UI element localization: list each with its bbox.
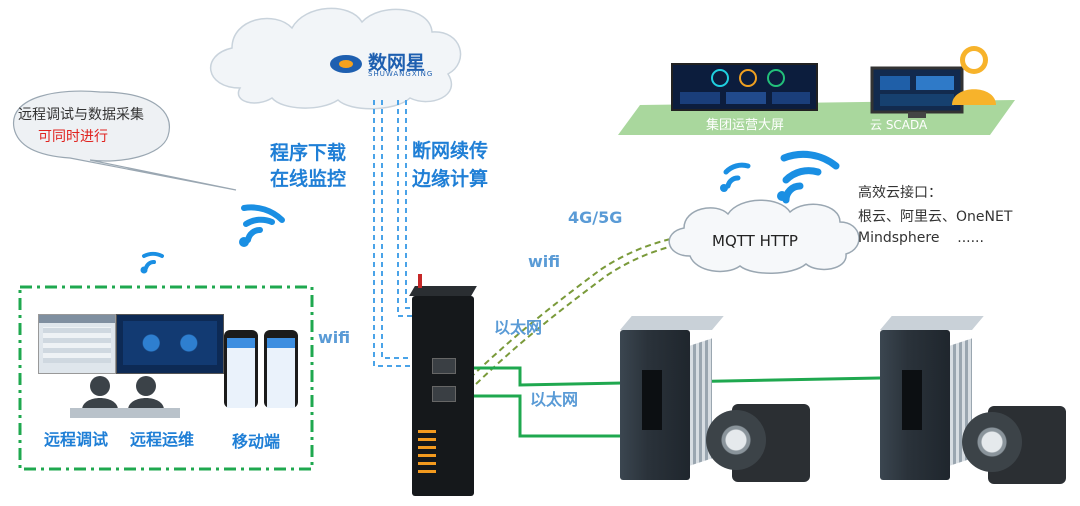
mobile-phone-2 [264, 330, 298, 408]
scada-screenshot [116, 314, 224, 374]
label-resume-transfer: 断网续传 [412, 140, 489, 162]
servo-motor-1 [706, 404, 810, 482]
label-remote-ops: 远程运维 [130, 430, 195, 449]
wifi-icon-medium [720, 162, 751, 192]
cloud-gateway-dashed-links [373, 100, 412, 367]
mqtt-cloud-shape [668, 199, 860, 274]
logo-subtext: SHUWANGXING [368, 70, 434, 78]
shuwangxing-logo-icon [328, 52, 364, 76]
label-remote-debug: 远程调试 [44, 430, 109, 449]
label-edge-computing: 边缘计算 [412, 168, 489, 190]
big-screen-label: 集团运营大屏 [706, 118, 785, 133]
wifi-icon-large [777, 150, 840, 204]
client-group-frame [18, 285, 314, 471]
servo-motor-2 [962, 406, 1066, 484]
cloud-interfaces-line1: 根云、阿里云、OneNET [858, 209, 1013, 225]
servo-drive-1 [620, 316, 724, 480]
scada-monitor [870, 66, 964, 118]
cloud-interfaces-line2: Mindsphere ...... [858, 230, 984, 246]
cloud-interfaces-title: 高效云接口： [858, 185, 942, 201]
wifi-icon-left-large [239, 204, 285, 247]
mobile-phone-1 [224, 330, 258, 408]
wifi-icon-left-small [140, 251, 164, 274]
label-wifi-mid: wifi [528, 252, 561, 271]
gateway-mqtt-dashed-link [469, 234, 697, 385]
label-4g5g: 4G/5G [568, 208, 623, 227]
servo-drive-2 [880, 316, 984, 480]
mqtt-label: MQTT HTTP [712, 232, 798, 250]
big-screen-display [671, 63, 818, 111]
label-ethernet-1: 以太网 [494, 318, 543, 337]
label-program-download: 程序下载 [270, 142, 347, 164]
engineers-at-desk-icon [70, 372, 180, 420]
label-online-monitor: 在线监控 [270, 168, 347, 190]
speech-bubble-shape [13, 90, 237, 191]
bubble-line-2: 可同时进行 [38, 129, 108, 145]
edge-gateway-device [409, 274, 477, 496]
label-mobile: 移动端 [232, 432, 281, 451]
desktop-software-screenshot [38, 314, 116, 374]
scada-label: 云 SCADA [870, 118, 928, 132]
logo-text: 数网星 [368, 52, 426, 74]
bubble-line-1: 远程调试与数据采集 [18, 107, 144, 123]
label-wifi-left: wifi [318, 328, 351, 347]
user-icon [952, 46, 996, 105]
label-ethernet-2: 以太网 [530, 390, 579, 409]
